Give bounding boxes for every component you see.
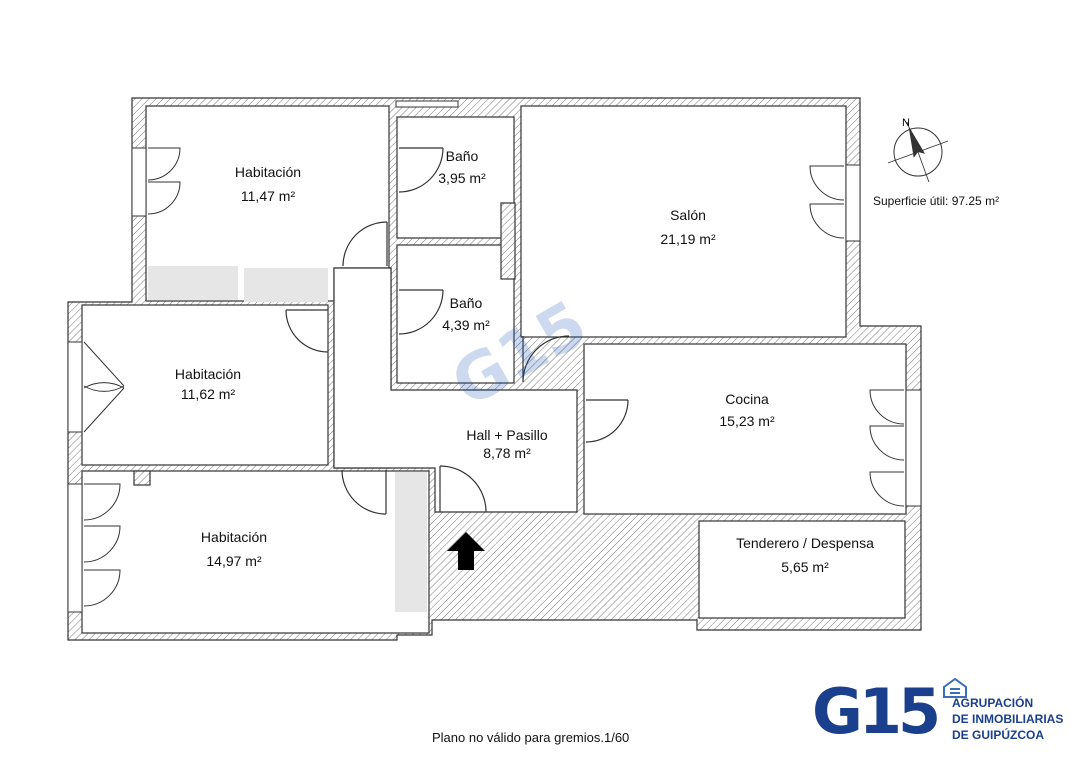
superficie-util: Superficie útil: 97.25 m² — [873, 194, 1000, 208]
logo-line-3: DE GUIPÚZCOA — [952, 728, 1045, 742]
room-name: Salón — [670, 207, 706, 223]
label-cocina: Cocina 15,23 m² — [697, 390, 797, 430]
window-right-1 — [845, 164, 861, 242]
logo-text: AGRUPACIÓN DE INMOBILIARIAS DE GUIPÚZCOA — [952, 695, 1063, 743]
window-swing-8 — [809, 165, 845, 201]
window-left-3 — [67, 483, 83, 613]
window-swing-6 — [83, 525, 121, 563]
room-tendedero — [698, 520, 906, 619]
window-swing-5 — [83, 483, 121, 521]
window-right-2 — [905, 389, 922, 507]
window-left-2 — [67, 341, 83, 433]
window-swing-4 — [83, 382, 125, 433]
room-area: 3,95 m² — [438, 170, 486, 186]
logo-mark: G15 — [812, 675, 941, 748]
label-bano-1: Baño 3,95 m² — [420, 147, 504, 187]
door-habitacion-3 — [341, 469, 387, 515]
room-name: Hall + Pasillo — [466, 427, 548, 443]
room-name: Cocina — [725, 391, 769, 407]
room-salon — [520, 105, 847, 338]
door-habitacion-2 — [285, 309, 329, 353]
window-swing-3 — [83, 341, 125, 392]
window-swing-7 — [83, 569, 121, 607]
window-swing-9 — [809, 203, 845, 239]
logo: G15 AGRUPACIÓN DE INMOBILIARIAS DE GUIPÚ… — [812, 677, 1074, 747]
grey-zone-2 — [244, 268, 328, 302]
label-salon: Salón 21,19 m² — [638, 206, 738, 248]
logo-line-1: AGRUPACIÓN — [952, 696, 1034, 710]
room-area: 8,78 m² — [483, 445, 531, 461]
label-habitacion-1: Habitación 11,47 m² — [218, 163, 318, 205]
room-name: Habitación — [174, 366, 242, 382]
room-bano-2 — [396, 244, 515, 384]
window-swing-12 — [869, 471, 905, 507]
house-icon — [943, 677, 967, 698]
room-name: Habitación — [234, 164, 302, 180]
window-swing-1 — [147, 147, 181, 181]
room-area: 15,23 m² — [719, 413, 775, 429]
door-salon — [522, 335, 570, 383]
door-bano-2 — [398, 289, 444, 335]
window-swing-10 — [869, 389, 905, 425]
door-bano-1 — [398, 147, 444, 193]
label-tendedero: Tenderero / Despensa 5,65 m² — [725, 534, 885, 576]
room-area: 21,19 m² — [660, 231, 716, 247]
compass-icon: N — [887, 117, 949, 183]
room-area: 14,97 m² — [206, 553, 262, 569]
label-habitacion-3: Habitación 14,97 m² — [184, 528, 284, 570]
door-cocina — [585, 399, 629, 443]
shaft — [500, 202, 516, 280]
window-left-1 — [131, 147, 147, 217]
door-entrance — [439, 465, 487, 513]
room-cocina — [583, 343, 907, 515]
room-name: Baño — [445, 148, 479, 164]
room-area: 5,65 m² — [781, 559, 829, 575]
room-hall — [333, 267, 578, 513]
label-habitacion-2: Habitación 11,62 m² — [158, 365, 258, 403]
grey-zone-1 — [148, 266, 238, 300]
logo-line-2: DE INMOBILIARIAS — [952, 712, 1064, 726]
room-area: 4,39 m² — [442, 317, 490, 333]
room-area: 11,62 m² — [180, 386, 236, 402]
room-name: Tenderero / Despensa — [736, 535, 874, 551]
grey-zone-3 — [395, 472, 427, 612]
label-bano-2: Baño 4,39 m² — [424, 294, 508, 334]
window-swing-2 — [147, 181, 181, 215]
room-area: 11,47 m² — [240, 188, 296, 204]
door-habitacion-1 — [342, 221, 388, 267]
room-name: Baño — [449, 295, 483, 311]
top-vent — [395, 100, 459, 108]
room-name: Habitación — [200, 529, 268, 545]
window-swing-11 — [869, 425, 905, 461]
compass-label: N — [902, 117, 910, 129]
arrow-up-icon — [447, 532, 485, 570]
label-hall: Hall + Pasillo 8,78 m² — [452, 426, 562, 462]
room-habitacion-3 — [81, 470, 430, 634]
room-bano-1 — [396, 116, 515, 239]
pillar-small — [133, 470, 151, 486]
footer-note: Plano no válido para gremios.1/60 — [432, 730, 630, 745]
